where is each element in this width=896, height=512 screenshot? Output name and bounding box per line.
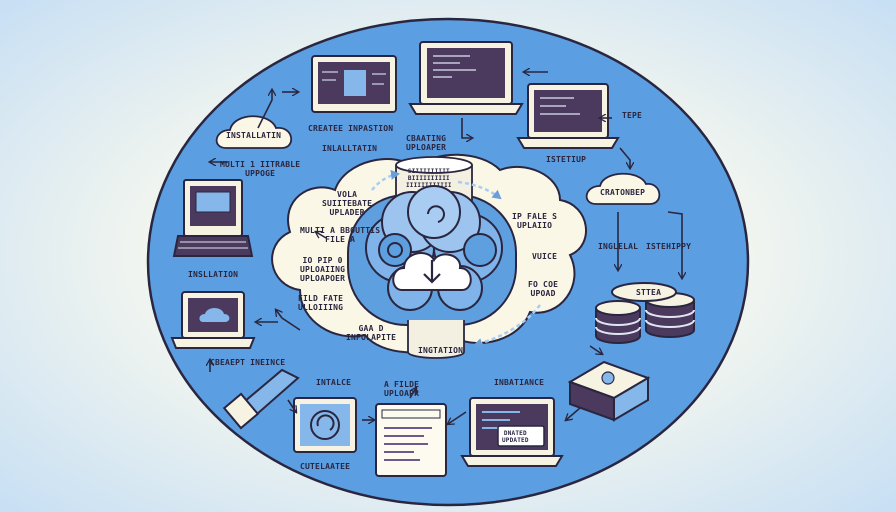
label-line: FO COE bbox=[528, 280, 559, 289]
label-line: CBAATING bbox=[406, 134, 447, 143]
label-installtatin: INLALLTATIN bbox=[322, 144, 378, 153]
monitor-top-left bbox=[311, 55, 397, 113]
label-line: UPLOAPOER bbox=[300, 274, 346, 283]
label-line: UPDATED bbox=[502, 437, 529, 444]
label-line: SIIIIIIIIIT bbox=[407, 168, 450, 175]
label-line: UPLOAIING bbox=[300, 265, 346, 274]
label-create-inpastion: CREATEE INPASTION bbox=[308, 124, 394, 133]
label-line: IIIIIIIIIIII bbox=[406, 182, 452, 189]
server-tower bbox=[172, 179, 254, 257]
download-cloud-icon bbox=[392, 252, 472, 291]
label-line: GAA D bbox=[358, 324, 384, 333]
label-inbatiance: INBATIANCE bbox=[494, 378, 545, 387]
label-line: UPLOAPR bbox=[384, 389, 420, 398]
label-cratonbep: CRATONBEP bbox=[600, 188, 646, 197]
label-line: DNATED bbox=[503, 430, 527, 437]
document-panel bbox=[375, 403, 447, 477]
laptop-top-center bbox=[408, 41, 524, 115]
label-installatin: INSTALLATIN bbox=[226, 131, 282, 140]
label-gaa-infolapite: GAA D INFOLAPITE bbox=[346, 324, 396, 342]
label-line: IO PIP 0 bbox=[302, 256, 343, 265]
flow-arrow bbox=[371, 169, 400, 191]
flow-arrow bbox=[457, 180, 502, 200]
label-multi-iitrable: MULTI 1 IITRABLE UPPOGE bbox=[220, 160, 300, 178]
label-ingtation: INGTATION bbox=[418, 346, 464, 355]
laptop-left-middle bbox=[170, 291, 256, 349]
label-afilde: A FILDE UPLOAPR bbox=[384, 380, 419, 398]
label-istetiup: ISTETIUP bbox=[546, 155, 587, 164]
label-line: FILD FATE bbox=[298, 294, 344, 303]
label-tepe: TEPE bbox=[622, 111, 643, 120]
label-ip-uploading: IO PIP 0 UPLOAIING UPLOAPOER bbox=[300, 256, 345, 283]
label-line: UPLAIIO bbox=[517, 221, 553, 230]
connector-device bbox=[222, 368, 300, 430]
label-line: SUIITEBATE bbox=[322, 199, 373, 208]
label-file-fate: FILD FATE ULLOIIING bbox=[298, 294, 343, 312]
label-installation: INSLLATION bbox=[188, 270, 239, 279]
label-line: INFOLAPITE bbox=[346, 333, 397, 342]
label-line: ULLOIIING bbox=[298, 303, 344, 312]
label-vola-suitable: VOLA SUIITEBATE UPLADER bbox=[322, 190, 372, 217]
label-strea: STTEA bbox=[636, 288, 662, 297]
label-line: UPOAD bbox=[530, 289, 556, 298]
storage-box bbox=[567, 360, 651, 422]
label-ingelal: INGLELAL bbox=[598, 242, 639, 251]
cloud-right bbox=[585, 172, 661, 205]
connector-arrows bbox=[210, 72, 682, 424]
label-line: UPLADER bbox=[329, 208, 365, 217]
label-line: UPPOGE bbox=[245, 169, 276, 178]
label-line: IP FALE S bbox=[512, 212, 558, 221]
label-cylinder-lines: SIIIIIIIIIT BIIIIIIIIII IIIIIIIIIIII bbox=[406, 168, 452, 189]
laptop-bottom-right bbox=[460, 397, 564, 467]
label-cutelatee: CUTELAATEE bbox=[300, 462, 351, 471]
label-line: VOLA bbox=[337, 190, 358, 199]
label-create-ineince: CBEAEPT INEINCE bbox=[210, 358, 286, 367]
label-istehippy: ISTEHIPPY bbox=[646, 242, 692, 251]
label-multi-abounts: MULTI A BBOUTTIS FILE A bbox=[300, 226, 380, 244]
label-line: MULTI A BBOUTTIS bbox=[300, 226, 381, 235]
database-stack bbox=[595, 282, 695, 344]
label-fo-coe: FO COE UPOAD bbox=[528, 280, 558, 298]
label-intalce: INTALCE bbox=[316, 378, 352, 387]
label-ip-fale: IP FALE S UPLAIIO bbox=[512, 212, 557, 230]
monitor-bottom-left bbox=[293, 397, 357, 453]
label-line: MULTI 1 IITRABLE bbox=[220, 160, 301, 169]
label-line: UPLOAPER bbox=[406, 143, 447, 152]
cloud-left bbox=[215, 115, 292, 149]
label-updated-badge: DNATED UPDATED bbox=[502, 430, 529, 444]
base-cylinder bbox=[407, 320, 465, 359]
label-line: BIIIIIIIIII bbox=[407, 175, 450, 182]
label-line: FILE A bbox=[325, 235, 356, 244]
label-creating-uploaper: CBAATING UPLOAPER bbox=[406, 134, 446, 152]
laptop-top-right bbox=[516, 83, 620, 149]
flow-arrow bbox=[473, 304, 541, 348]
label-vuice: VUICE bbox=[532, 252, 558, 261]
label-line: A FILDE bbox=[384, 380, 420, 389]
